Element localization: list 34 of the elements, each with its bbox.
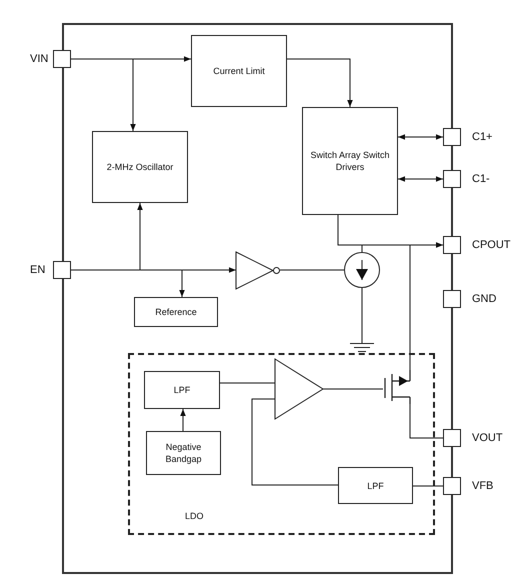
block-box: LPF xyxy=(338,467,413,504)
arrow xyxy=(362,242,444,252)
block-box: Current Limit xyxy=(191,35,287,107)
pin-label: C1- xyxy=(472,172,490,187)
ground-symbol xyxy=(350,343,374,353)
pin-label: GND xyxy=(472,292,496,307)
connector-line xyxy=(252,398,338,486)
pin-label: VOUT xyxy=(472,431,503,446)
connector-line xyxy=(338,214,410,370)
block-box: LPF xyxy=(144,371,220,409)
arrow xyxy=(180,408,186,432)
inverter-symbol xyxy=(236,252,280,289)
pin-label: EN xyxy=(30,263,46,278)
op-amp-symbol xyxy=(275,359,323,419)
arrow xyxy=(398,176,444,182)
block-box: Switch Array Switch Drivers xyxy=(302,107,398,215)
pin-label: CPOUT xyxy=(472,238,510,253)
connector-line xyxy=(322,388,384,390)
arrow xyxy=(398,134,444,140)
block-box: Reference xyxy=(134,297,218,327)
block-box: 2-MHz Oscillator xyxy=(92,131,188,203)
current-source-symbol xyxy=(344,252,380,288)
pin-label: VIN xyxy=(30,52,48,67)
block-box: Negative Bandgap xyxy=(146,431,221,475)
pin-label: VFB xyxy=(472,479,494,494)
dashed-group-box xyxy=(128,353,435,535)
pin-label: C1+ xyxy=(472,130,492,145)
transistor-symbol xyxy=(383,370,413,404)
group-label: LDO xyxy=(185,511,204,521)
arrow xyxy=(70,267,236,273)
connector-line xyxy=(410,404,444,438)
arrow xyxy=(70,58,136,132)
arrow xyxy=(286,58,353,108)
connector-line xyxy=(220,382,276,384)
